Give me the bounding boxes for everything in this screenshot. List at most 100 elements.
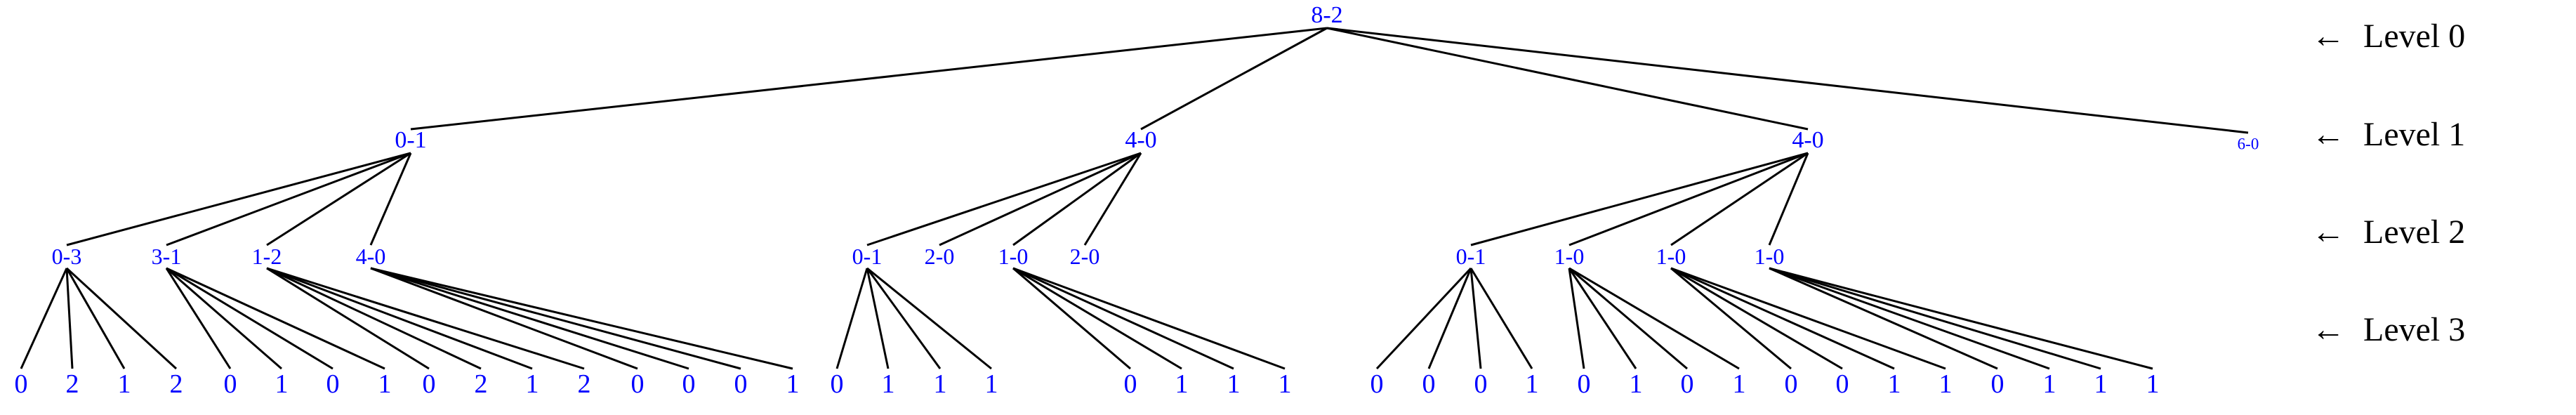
tree-leaf-level3-9: 2 xyxy=(474,369,488,399)
tree-edge xyxy=(1568,268,1637,369)
tree-edge xyxy=(266,152,411,246)
tree-node-level1-3: 6-0 xyxy=(2237,135,2259,153)
level-label-text: Level 1 xyxy=(2363,116,2466,153)
tree-node-level2-5: 2-0 xyxy=(924,244,955,269)
tree-edge xyxy=(266,267,585,370)
tree-edge xyxy=(266,267,482,370)
tree-edge xyxy=(1083,152,1142,246)
tree-leaf-level3-27: 1 xyxy=(1525,369,1539,399)
tree-edge xyxy=(1568,152,1809,246)
tree-edge xyxy=(1568,268,1585,369)
tree-edge xyxy=(1670,267,1895,370)
tree-edge xyxy=(370,267,689,370)
tree-edge xyxy=(866,152,1142,246)
tree-edge xyxy=(1769,267,2153,370)
tree-node-level2-7: 2-0 xyxy=(1069,244,1100,269)
tree-node-level2-2: 1-2 xyxy=(251,244,282,269)
tree-edge xyxy=(370,267,793,370)
tree-edge xyxy=(835,268,868,369)
tree-edge xyxy=(1012,152,1142,246)
level-label-0: ← Level 0 xyxy=(2311,20,2465,53)
tree-leaf-level3-12: 0 xyxy=(630,369,645,399)
tree-leaf-level3-39: 1 xyxy=(2146,369,2160,399)
tree-edge xyxy=(1469,268,1482,369)
tree-edge xyxy=(20,268,68,369)
tree-leaf-level3-34: 1 xyxy=(1887,369,1901,399)
level-label-text: Level 2 xyxy=(2363,213,2466,251)
tree-edge xyxy=(266,267,430,370)
tree-edge xyxy=(65,268,126,369)
tree-edge xyxy=(1012,267,1182,370)
tree-node-level2-4: 0-1 xyxy=(852,244,883,269)
tree-edge xyxy=(65,267,178,370)
tree-edge xyxy=(1012,267,1286,370)
tree-edge xyxy=(369,152,412,246)
tree-leaf-level3-20: 0 xyxy=(1123,369,1137,399)
tree-edge xyxy=(1427,268,1472,369)
tree-leaf-level3-15: 1 xyxy=(786,369,800,399)
tree-edge xyxy=(1670,267,1946,370)
tree-leaf-level3-16: 0 xyxy=(830,369,844,399)
tree-leaf-level3-8: 0 xyxy=(422,369,436,399)
level-label-1: ← Level 1 xyxy=(2311,118,2465,152)
tree-edge xyxy=(866,268,942,369)
tree-leaf-level3-4: 0 xyxy=(223,369,237,399)
left-arrow-icon: ← xyxy=(2311,116,2345,153)
tree-leaf-level3-19: 1 xyxy=(984,369,998,399)
tree-leaf-level3-23: 1 xyxy=(1278,369,1292,399)
left-arrow-icon: ← xyxy=(2311,213,2345,251)
tree-leaf-level3-38: 1 xyxy=(2094,369,2108,399)
tree-edge xyxy=(1012,267,1234,370)
tree-edge xyxy=(1670,267,1792,370)
tree-node-level2-6: 1-0 xyxy=(998,244,1029,269)
tree-leaf-level3-11: 2 xyxy=(577,369,591,399)
tree-node-level2-9: 1-0 xyxy=(1554,244,1585,269)
level-label-text: Level 0 xyxy=(2363,18,2466,55)
tree-edge xyxy=(1670,152,1809,246)
tree-leaf-level3-29: 1 xyxy=(1629,369,1643,399)
tree-leaf-level3-25: 0 xyxy=(1422,369,1436,399)
tree-node-level1-2: 4-0 xyxy=(1792,127,1824,153)
tree-node-level2-10: 1-0 xyxy=(1656,244,1686,269)
level-label-2: ← Level 2 xyxy=(2311,216,2465,249)
tree-leaf-level3-24: 0 xyxy=(1370,369,1384,399)
tree-leaf-level3-5: 1 xyxy=(275,369,289,399)
tree-edge xyxy=(166,152,411,246)
tree-leaf-level3-30: 0 xyxy=(1680,369,1694,399)
tree-edge xyxy=(866,268,890,369)
tree-node-level2-11: 1-0 xyxy=(1754,244,1785,269)
tree-node-level0-0: 8-2 xyxy=(1311,2,1343,28)
tree-node-level1-0: 0-1 xyxy=(395,127,427,153)
tree-edge xyxy=(1326,27,2249,134)
tree-edge xyxy=(939,152,1142,246)
tree-edge xyxy=(165,268,232,369)
tree-edge xyxy=(1568,267,1740,370)
tree-leaf-level3-10: 1 xyxy=(525,369,539,399)
left-arrow-icon: ← xyxy=(2311,18,2345,55)
tree-edge xyxy=(166,267,333,370)
tree-edge xyxy=(1769,267,2101,370)
tree-edge xyxy=(866,267,992,370)
level-label-3: ←Level 3 xyxy=(2311,313,2465,347)
left-arrow-icon: ← xyxy=(2311,311,2345,348)
tree-leaf-level3-14: 0 xyxy=(734,369,748,399)
tree-edge xyxy=(370,267,741,370)
tree-leaf-level3-1: 2 xyxy=(65,369,79,399)
tree-leaf-level3-37: 1 xyxy=(2042,369,2056,399)
tree-node-level2-8: 0-1 xyxy=(1455,244,1486,269)
tree-leaf-level3-36: 0 xyxy=(1990,369,2004,399)
tree-leaf-level3-18: 1 xyxy=(933,369,947,399)
tree-leaf-level3-26: 0 xyxy=(1474,369,1488,399)
tree-edge xyxy=(370,267,638,370)
tree-edge xyxy=(1769,267,2050,370)
tree-leaf-level3-28: 0 xyxy=(1577,369,1591,399)
tree-leaf-level3-21: 1 xyxy=(1175,369,1189,399)
tree-node-level2-3: 4-0 xyxy=(355,244,386,269)
tree-leaf-level3-17: 1 xyxy=(881,369,895,399)
tree-edge xyxy=(1769,267,1998,370)
tree-edge xyxy=(266,267,533,370)
tree-edge xyxy=(1568,267,1688,370)
tree-edge xyxy=(1670,267,1843,370)
